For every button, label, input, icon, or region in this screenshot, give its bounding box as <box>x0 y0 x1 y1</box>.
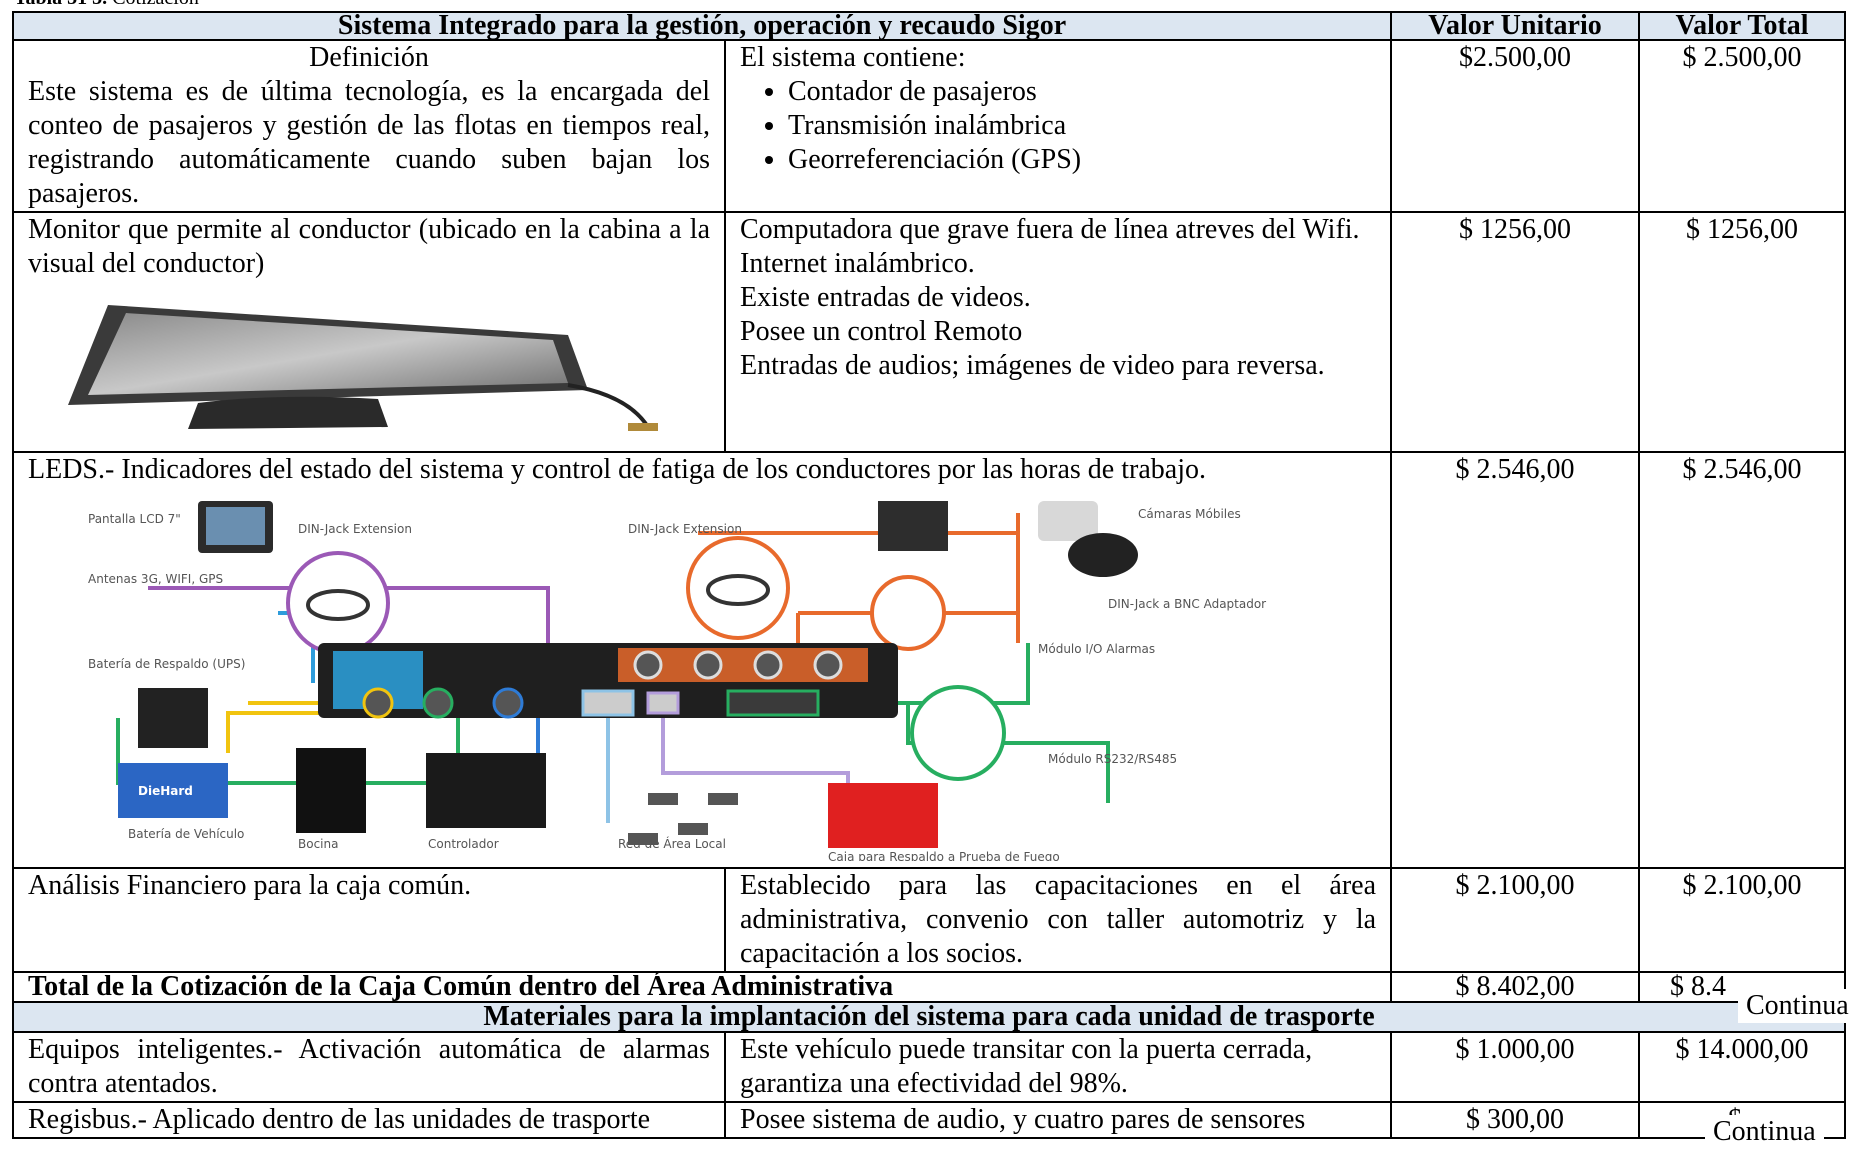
row1-unit: $2.500,00 <box>1390 39 1641 213</box>
row5-total: $ 14.000,00 <box>1638 1031 1847 1103</box>
row3-description: LEDS.- Indicadores del estado del sistem… <box>28 454 1206 485</box>
header-system: Sistema Integrado para la gestión, opera… <box>11 11 1393 41</box>
row4-detail: Establecido para las capacitaciones en e… <box>723 867 1393 973</box>
label-diehard: DieHard <box>138 784 193 798</box>
label-vbat: Batería de Vehículo <box>128 827 244 841</box>
materials-header: Materiales para la implantación del sist… <box>11 1001 1847 1033</box>
row6-detail: Posee sistema de audio, y cuatro pares d… <box>723 1101 1393 1139</box>
row5-unit: $ 1.000,00 <box>1390 1031 1641 1103</box>
continua-tag: Continua <box>1705 1115 1824 1149</box>
monitor-image <box>68 305 658 431</box>
label-din1: DIN-Jack Extension <box>298 522 412 536</box>
row6-description: Regisbus.- Aplicado dentro de las unidad… <box>12 1101 726 1139</box>
row2-feature: Posee un control Remoto <box>740 316 1023 347</box>
continua-tag: Continua <box>1738 989 1857 1023</box>
row1-feature-list: Contador de pasajeros Transmisión inalám… <box>740 75 1376 177</box>
row2-features-cell: Computadora que grave fuera de línea atr… <box>723 211 1393 453</box>
total-label: Total de la Cotización de la Caja Común … <box>11 971 1393 1003</box>
total-total-value: $ 8.4 <box>1670 972 1727 1002</box>
label-ups: Batería de Respaldo (UPS) <box>88 657 245 671</box>
row3-unit: $ 2.546,00 <box>1390 451 1641 869</box>
row1-contains-title: El sistema contiene: <box>740 42 966 73</box>
label-ctrl: Controlador <box>428 837 499 851</box>
label-lan: Red de Área Local <box>618 836 726 851</box>
row1-total: $ 2.500,00 <box>1638 39 1847 213</box>
label-din2: DIN-Jack Extension <box>628 522 742 536</box>
row4-total: $ 2.100,00 <box>1638 867 1847 973</box>
row1-contains-cell: El sistema contiene: Contador de pasajer… <box>723 39 1393 213</box>
label-bnc: DIN-Jack a BNC Adaptador <box>1108 597 1266 611</box>
row5-detail: Este vehículo puede transitar con la pue… <box>723 1031 1393 1103</box>
label-rs: Módulo RS232/RS485 <box>1048 752 1177 766</box>
total-unit: $ 8.402,00 <box>1390 971 1641 1003</box>
row4-unit: $ 2.100,00 <box>1390 867 1641 973</box>
label-lcd: Pantalla LCD 7" <box>88 512 181 526</box>
list-item: Contador de pasajeros <box>788 75 1376 109</box>
system-diagram: Pantalla LCD 7" DIN-Jack Extension DIN-J… <box>88 501 1266 861</box>
row6-unit: $ 300,00 <box>1390 1101 1641 1139</box>
row2-total: $ 1256,00 <box>1638 211 1847 453</box>
row5-description: Equipos inteligentes.- Activación automá… <box>12 1031 726 1103</box>
header-unit-price: Valor Unitario <box>1390 11 1641 41</box>
quotation-table: Sistema Integrado para la gestión, opera… <box>11 11 1847 1139</box>
row3-total: $ 2.546,00 <box>1638 451 1847 869</box>
row2-feature: Existe entradas de videos. <box>740 282 1031 313</box>
row3-leds-cell: LEDS.- Indicadores del estado del sistem… <box>11 451 1393 869</box>
label-io: Módulo I/O Alarmas <box>1038 642 1155 656</box>
row4-description: Análisis Financiero para la caja común. <box>12 867 726 973</box>
list-item: Transmisión inalámbrica <box>788 109 1376 143</box>
row1-description: Este sistema es de última tecnología, es… <box>28 76 710 209</box>
caption-text: Cotización <box>112 0 199 9</box>
header-total-price: Valor Total <box>1638 11 1847 41</box>
list-item: Georreferenciación (GPS) <box>788 143 1376 177</box>
row2-description: Monitor que permite al conductor (ubicad… <box>28 214 710 279</box>
row2-monitor-cell: Monitor que permite al conductor (ubicad… <box>12 211 726 453</box>
row1-heading: Definición <box>309 42 429 73</box>
row2-unit: $ 1256,00 <box>1390 211 1641 453</box>
label-box: Caja para Respaldo a Prueba de Fuego <box>828 850 1060 861</box>
row1-definition-cell: Definición Este sistema es de última tec… <box>12 39 726 213</box>
label-speaker: Bocina <box>298 837 338 851</box>
row2-feature: Entradas de audios; imágenes de video pa… <box>740 350 1325 381</box>
label-cams: Cámaras Móbiles <box>1138 507 1241 521</box>
row2-feature: Computadora que grave fuera de línea atr… <box>740 214 1360 245</box>
table-caption: Tabla 31 3. Cotización <box>14 0 199 10</box>
caption-prefix: Tabla 31 3. <box>14 0 107 9</box>
label-antenna: Antenas 3G, WIFI, GPS <box>88 572 223 586</box>
row2-feature: Internet inalámbrico. <box>740 248 975 279</box>
